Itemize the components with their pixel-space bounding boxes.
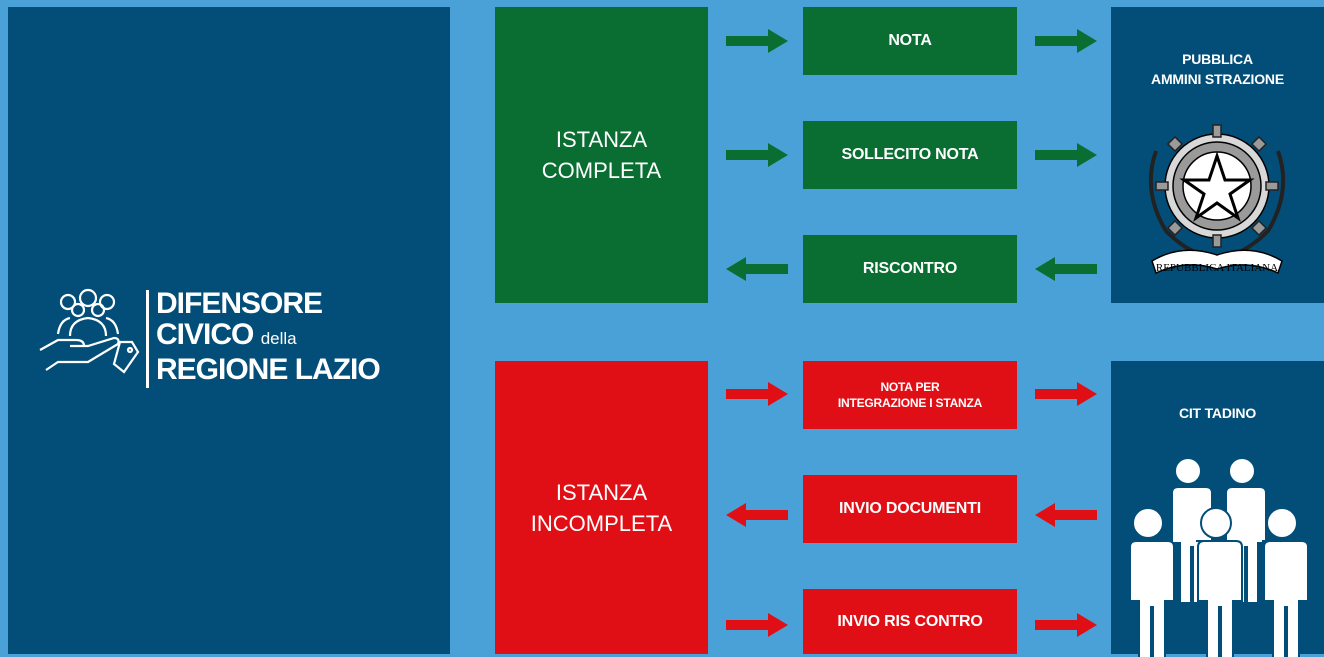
nota-integrazione-box: NOTA PER INTEGRAZIONE I STANZA [803, 361, 1017, 429]
nota-box: NOTA [803, 7, 1017, 75]
arrow-right-icon [1035, 29, 1097, 53]
left-panel [8, 7, 450, 654]
istanza-completa-line2: COMPLETA [541, 158, 662, 183]
arrow-right-icon [726, 382, 788, 406]
logo-line-2-small: della [260, 329, 297, 348]
italian-emblem-icon: REPUBBLICA ITALIANA [1148, 124, 1286, 275]
hand-people-icon [39, 288, 140, 374]
sollecito-nota-box: SOLLECITO NOTA [803, 121, 1017, 189]
arrow-right-icon [726, 143, 788, 167]
istanza-incompleta-line2: INCOMPLETA [530, 510, 673, 536]
arrow-right-icon [1035, 382, 1097, 406]
logo-line-2-main: CIVICO [156, 318, 254, 351]
riscontro-label: RISCONTRO [862, 260, 958, 277]
logo-divider [146, 290, 149, 388]
invio-documenti-label: INVIO DOCUMENTI [839, 500, 981, 517]
arrow-right-icon [726, 29, 788, 53]
logo-wordmark: DIFENSORE CIVICO della REGIONE LAZIO [156, 287, 381, 386]
arrow-right-icon [726, 613, 788, 637]
cittadino-box: CIT TADINO [1111, 361, 1324, 657]
logo: DIFENSORE CIVICO della REGIONE LAZIO [36, 286, 446, 396]
nota-label: NOTA [888, 32, 932, 49]
invio-documenti-box: INVIO DOCUMENTI [803, 475, 1017, 543]
arrow-right-icon [1035, 143, 1097, 167]
arrow-right-icon [1035, 613, 1097, 637]
invio-riscontro-label: INVIO RIS CONTRO [837, 612, 983, 630]
istanza-completa-line1: ISTANZA [555, 127, 648, 152]
people-group-icon [1128, 457, 1309, 657]
arrow-left-icon [726, 503, 788, 527]
invio-riscontro-box: INVIO RIS CONTRO [803, 589, 1017, 654]
emblem-text: REPUBBLICA ITALIANA [1156, 262, 1278, 274]
pubblica-amministrazione-title: PUBBLICA AMMINI STRAZIONE [1111, 49, 1324, 89]
pubblica-amministrazione-box: PUBBLICA AMMINI STRAZIONE REPUBBLICA ITA… [1111, 7, 1324, 303]
logo-line-3: REGIONE LAZIO [156, 353, 381, 386]
logo-line-2: CIVICO della [156, 319, 380, 354]
nota-integrazione-line1: NOTA PER [880, 380, 940, 394]
istanza-incompleta-box: ISTANZA INCOMPLETA [495, 361, 708, 654]
nota-integrazione-line2: INTEGRAZIONE I STANZA [837, 396, 983, 410]
cittadino-title: CIT TADINO [1178, 405, 1257, 421]
arrow-left-icon [1035, 503, 1097, 527]
arrow-left-icon [1035, 257, 1097, 281]
pa-line2: AMMINI STRAZIONE [1151, 71, 1284, 87]
istanza-incompleta-line1: ISTANZA [555, 479, 648, 505]
logo-line-1: DIFENSORE [156, 287, 323, 320]
pa-line1: PUBBLICA [1182, 51, 1253, 67]
sollecito-nota-label: SOLLECITO NOTA [841, 146, 979, 163]
arrow-left-icon [726, 257, 788, 281]
istanza-completa-box: ISTANZA COMPLETA [495, 7, 708, 303]
riscontro-box: RISCONTRO [803, 235, 1017, 303]
